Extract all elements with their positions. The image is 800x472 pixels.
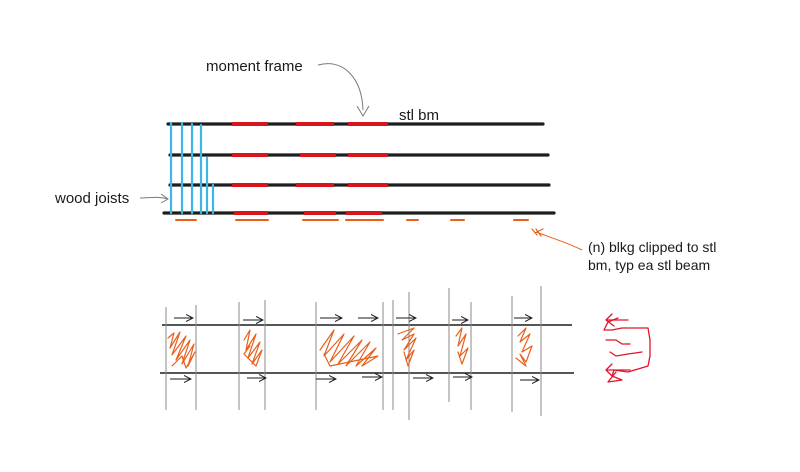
red-sketch-mid-1 [605,339,631,345]
wood-joists-leader [139,196,169,200]
blocking-scribble [515,327,533,367]
moment-frame-leader [317,63,364,111]
blocking-label-line1: (n) blkg clipped to stl [588,239,716,255]
section-arrows-top [174,318,532,320]
section-posts [165,286,542,420]
section-blocking-scribbles [167,327,533,369]
blocking-label-line2: bm, typ ea stl beam [588,257,710,273]
blocking-scribble [167,331,196,369]
blocking-leader [535,231,583,251]
blocking-leader-arrowhead [531,228,544,237]
moment-frame-label: moment frame [206,58,303,75]
wood-joists-leader-arrowhead [160,193,169,204]
moment-frames [232,122,388,215]
section-arrows-bottom [170,377,539,380]
red-sketch-outline [603,317,651,383]
blocking-scribble [397,327,417,367]
red-sketch-mid-2 [609,351,643,357]
blocking-scribble [243,329,263,367]
section-beams [160,324,574,374]
blocking-scribble [455,327,469,365]
red-sketch-arrow-bottom [605,363,631,377]
wood-joists [169,121,215,215]
moment-frame-leader-arrowhead [356,105,370,117]
wood-joists-label: wood joists [54,190,129,207]
red-sketch-arrow-top [605,313,629,327]
steel-beams [162,122,556,215]
stl-bm-label: stl bm [399,107,439,124]
blocking-scribble [319,329,379,367]
red-sketch [603,313,651,383]
